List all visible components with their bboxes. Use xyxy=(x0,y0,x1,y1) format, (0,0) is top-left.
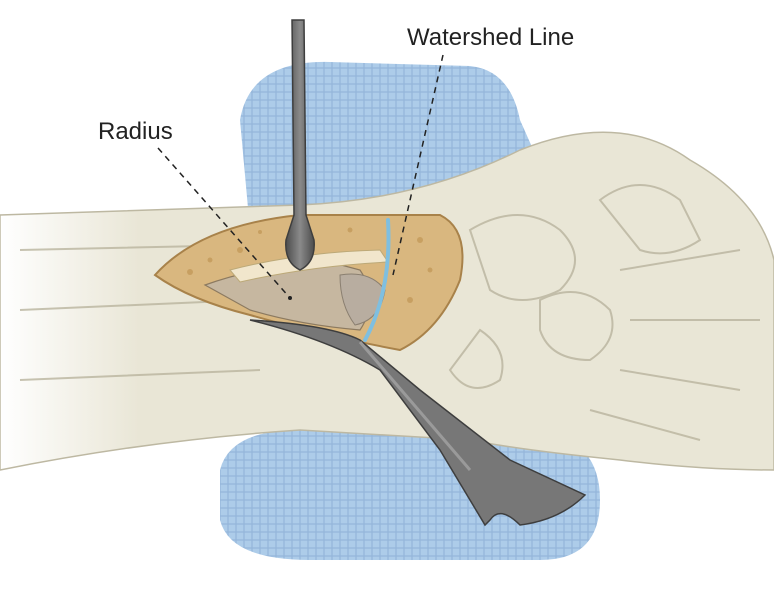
watershed-leader xyxy=(392,54,444,276)
surgical-wound xyxy=(153,214,464,352)
watershed-line xyxy=(363,218,391,342)
elevator-icon xyxy=(249,319,587,527)
retractor-icon xyxy=(285,19,315,271)
radius-leader-end xyxy=(288,296,292,300)
radius-label: Radius xyxy=(98,118,173,145)
radius-leader xyxy=(157,147,291,299)
leader-lines xyxy=(157,54,444,299)
watershed-line-label: Watershed Line xyxy=(407,24,575,51)
